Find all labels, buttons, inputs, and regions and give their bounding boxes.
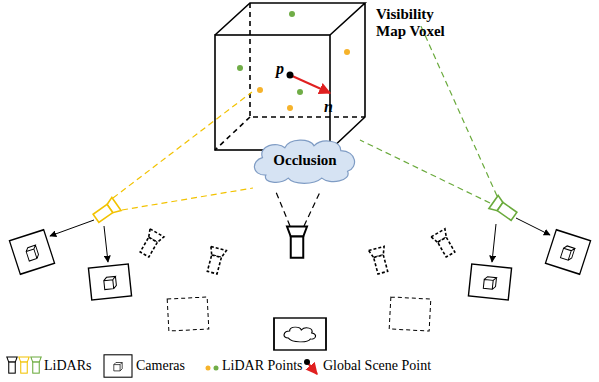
node-texts: Occlusion	[249, 152, 361, 169]
cameras	[9, 230, 590, 350]
capture-arrows	[50, 218, 550, 262]
point-label: p	[276, 60, 284, 78]
view-lines	[113, 24, 497, 226]
legend-text: LiDARs	[44, 358, 91, 373]
global-scene-point	[287, 72, 331, 94]
normal-label: n	[324, 98, 333, 116]
voxel-cube	[215, 3, 365, 150]
occlusion-cloud: Occlusion	[249, 136, 361, 185]
lidar-inactive	[138, 229, 458, 275]
lidar-center	[287, 227, 307, 258]
lidar-points	[237, 11, 350, 111]
legend-text: Global Scene Point	[323, 358, 431, 373]
cameras-inactive	[167, 297, 431, 331]
legend-samples	[7, 355, 317, 377]
lidar-yellow	[91, 197, 121, 224]
legend-text: Cameras	[136, 358, 185, 373]
legend-text: LiDAR Points	[222, 358, 303, 373]
node-label: Occlusion	[249, 152, 361, 169]
lidar-green	[489, 195, 519, 222]
voxel-title: Visibility Map Voxel	[376, 6, 456, 39]
